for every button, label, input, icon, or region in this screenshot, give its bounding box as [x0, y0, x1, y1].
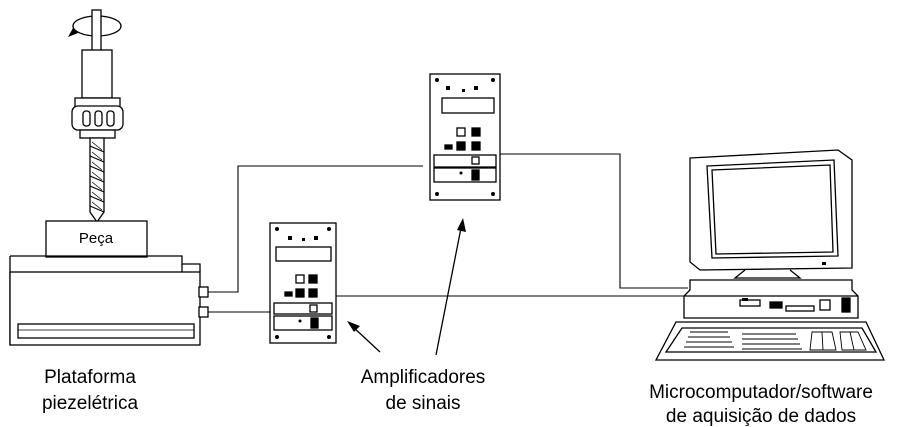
- drill-spindle: [68, 9, 124, 224]
- computer-label-line2: de aquisição de dados: [666, 406, 856, 427]
- labels: Plataforma piezelétrica Amplificadores d…: [42, 367, 873, 427]
- amplifiers-label-line1: Amplificadores: [361, 367, 486, 388]
- computer-label-line1: Microcomputador/software: [649, 382, 873, 403]
- microcomputer: [654, 149, 886, 361]
- platform-label-line1: Plataforma: [44, 367, 136, 388]
- piezoelectric-platform: [9, 255, 209, 346]
- piece-label: Peça: [79, 230, 114, 247]
- signal-amplifier-1: [269, 222, 337, 344]
- signal-amplifier-2: [429, 73, 501, 201]
- signal-cables: [208, 153, 688, 313]
- pointer-arrows: [347, 218, 466, 356]
- amplifiers-label-line2: de sinais: [386, 393, 461, 414]
- piece: Peça: [45, 220, 148, 258]
- platform-label-line2: piezelétrica: [42, 393, 139, 414]
